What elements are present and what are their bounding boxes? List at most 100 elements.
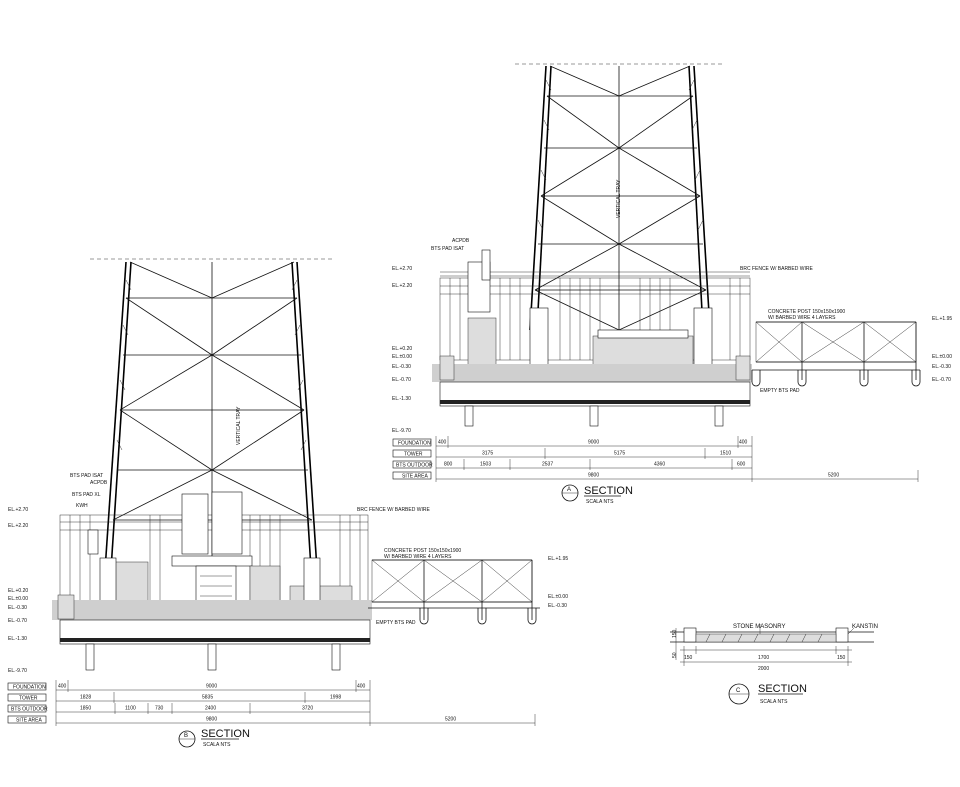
elevation-label: EL.+2.70: [392, 266, 412, 272]
elevation-label: EL.±0.00: [8, 596, 28, 602]
section-a-equip-label-acpdb: ACPDB: [452, 238, 470, 244]
section-c-marker: C: [736, 688, 741, 694]
section-a-drawing: [432, 63, 921, 427]
section-c-dim: 2000: [758, 666, 769, 672]
section-c-title: SECTION: [758, 683, 807, 695]
elevation-label: EL.-0.30: [8, 605, 27, 611]
svg-text:5200: 5200: [828, 473, 839, 479]
svg-text:9800: 9800: [588, 473, 599, 479]
elevation-label: EL.-9.70: [392, 428, 411, 434]
elevation-label: EL.-0.30: [392, 364, 411, 370]
svg-text:800: 800: [444, 462, 453, 468]
section-b-pad-callout: EMPTY BTS PAD: [376, 620, 416, 626]
section-a-post-callout-2: W/ BARBED WIRE 4 LAYERS: [768, 315, 836, 321]
svg-text:5175: 5175: [614, 451, 625, 457]
svg-text:3720: 3720: [302, 706, 313, 712]
svg-text:1503: 1503: [480, 462, 491, 468]
section-a-equip-label-bts: BTS PAD ISAT: [431, 246, 464, 252]
section-a-marker: A: [567, 487, 571, 493]
section-c-side-dim: 50: [672, 652, 678, 658]
elevation-label: EL.+1.95: [932, 316, 952, 322]
svg-text:9000: 9000: [588, 440, 599, 446]
svg-text:5835: 5835: [202, 695, 213, 701]
section-a-post-callout: CONCRETE POST 150x150x1900: [768, 309, 845, 315]
elevation-label: EL.-1.30: [392, 396, 411, 402]
elevation-label: EL.±0.00: [932, 354, 952, 360]
elevation-label: EL.-0.30: [548, 603, 567, 609]
dim-row-label: TOWER: [19, 696, 38, 702]
svg-text:9000: 9000: [206, 684, 217, 690]
section-a-pad-callout: EMPTY BTS PAD: [760, 388, 800, 394]
section-c-dim: 150: [684, 655, 693, 661]
svg-text:400: 400: [739, 440, 748, 446]
section-b-fence-callout: BRC FENCE W/ BARBED WIRE: [357, 507, 430, 513]
svg-text:3175: 3175: [482, 451, 493, 457]
section-a-dimension-table: FOUNDATION TOWER BTS OUTDOOR SITE AREA 4…: [392, 436, 919, 482]
svg-text:400: 400: [58, 684, 67, 690]
section-a-title: SECTION: [584, 485, 633, 497]
section-b-scale: SCALA NTS: [203, 742, 231, 748]
svg-text:1850: 1850: [80, 706, 91, 712]
section-b-post-callout-2: W/ BARBED WIRE 4 LAYERS: [384, 554, 452, 560]
elevation-label: EL.+0.20: [392, 346, 412, 352]
section-a-elevations-left: EL.+2.70 EL.+2.20 EL.+0.20 EL.±0.00 EL.-…: [392, 266, 412, 434]
svg-text:1510: 1510: [720, 451, 731, 457]
svg-text:4360: 4360: [654, 462, 665, 468]
svg-text:730: 730: [155, 706, 164, 712]
section-c-dim: 150: [837, 655, 846, 661]
section-b-title: SECTION: [201, 728, 250, 740]
svg-text:400: 400: [357, 684, 366, 690]
elevation-label: EL.-1.30: [8, 636, 27, 642]
svg-text:2537: 2537: [542, 462, 553, 468]
dim-row-label: FOUNDATION: [398, 441, 431, 447]
section-c-side-dim: 150: [672, 629, 678, 638]
svg-text:5200: 5200: [445, 717, 456, 723]
section-b-equip-label-bts-xl: BTS PAD XL: [72, 492, 101, 498]
elevation-label: EL.-0.70: [8, 618, 27, 624]
svg-text:9800: 9800: [206, 717, 217, 723]
dim-row-label: BTS OUTDOOR: [11, 707, 48, 713]
section-b-marker: B: [184, 733, 188, 739]
dim-row-label: TOWER: [404, 452, 423, 458]
elevation-label: EL.+0.20: [8, 588, 28, 594]
elevation-label: EL.+2.20: [392, 283, 412, 289]
elevation-label: EL.-0.70: [932, 377, 951, 383]
section-a-tower-label: VERTICAL TRAY: [616, 179, 622, 218]
elevation-label: EL.±0.00: [548, 594, 568, 600]
svg-text:1828: 1828: [80, 695, 91, 701]
section-b-dimension-table: FOUNDATION TOWER BTS OUTDOOR SITE AREA 4…: [7, 680, 536, 726]
elevation-label: EL.+2.70: [8, 507, 28, 513]
section-b-equip-label-kwh: KWH: [76, 503, 88, 509]
section-a-scale: SCALA NTS: [586, 499, 614, 505]
section-c-label-kanstin: KANSTIN: [852, 624, 878, 630]
section-c-label-stone: STONE MASONRY: [733, 624, 785, 630]
elevation-label: EL.-0.30: [932, 364, 951, 370]
elevation-label: EL.+1.95: [548, 556, 568, 562]
section-b-post-callout: CONCRETE POST 150x150x1900: [384, 548, 461, 554]
dim-row-label: BTS OUTDOOR: [396, 463, 433, 469]
section-a-elevations-right: EL.+1.95 EL.±0.00 EL.-0.30 EL.-0.70: [932, 316, 952, 383]
section-b-drawing: [52, 258, 540, 671]
section-c-scale: SCALA NTS: [760, 699, 788, 705]
elevation-label: EL.+2.20: [8, 523, 28, 529]
svg-text:2400: 2400: [205, 706, 216, 712]
elevation-label: EL.-9.70: [8, 668, 27, 674]
section-b-equip-label-acpdb: ACPDB: [90, 480, 108, 486]
dim-row-label: FOUNDATION: [13, 685, 46, 691]
elevation-label: EL.-0.70: [392, 377, 411, 383]
section-c-drawing: [670, 624, 874, 666]
section-b-tower-label: VERTICAL TRAY: [236, 406, 242, 445]
dim-row-label: SITE AREA: [16, 718, 43, 724]
svg-text:1100: 1100: [125, 706, 136, 712]
section-c-dim: 1700: [758, 655, 769, 661]
section-b-elevations-right: EL.+1.95 EL.±0.00 EL.-0.30: [548, 556, 568, 609]
section-a-fence-callout: BRC FENCE W/ BARBED WIRE: [740, 266, 813, 272]
section-b-equip-label-bts-isat: BTS PAD ISAT: [70, 473, 103, 479]
dim-row-label: SITE AREA: [402, 474, 429, 480]
svg-text:600: 600: [737, 462, 746, 468]
elevation-label: EL.±0.00: [392, 354, 412, 360]
svg-text:400: 400: [438, 440, 447, 446]
section-b-elevations-left: EL.+2.70 EL.+2.20 EL.+0.20 EL.±0.00 EL.-…: [8, 507, 28, 674]
svg-text:1998: 1998: [330, 695, 341, 701]
